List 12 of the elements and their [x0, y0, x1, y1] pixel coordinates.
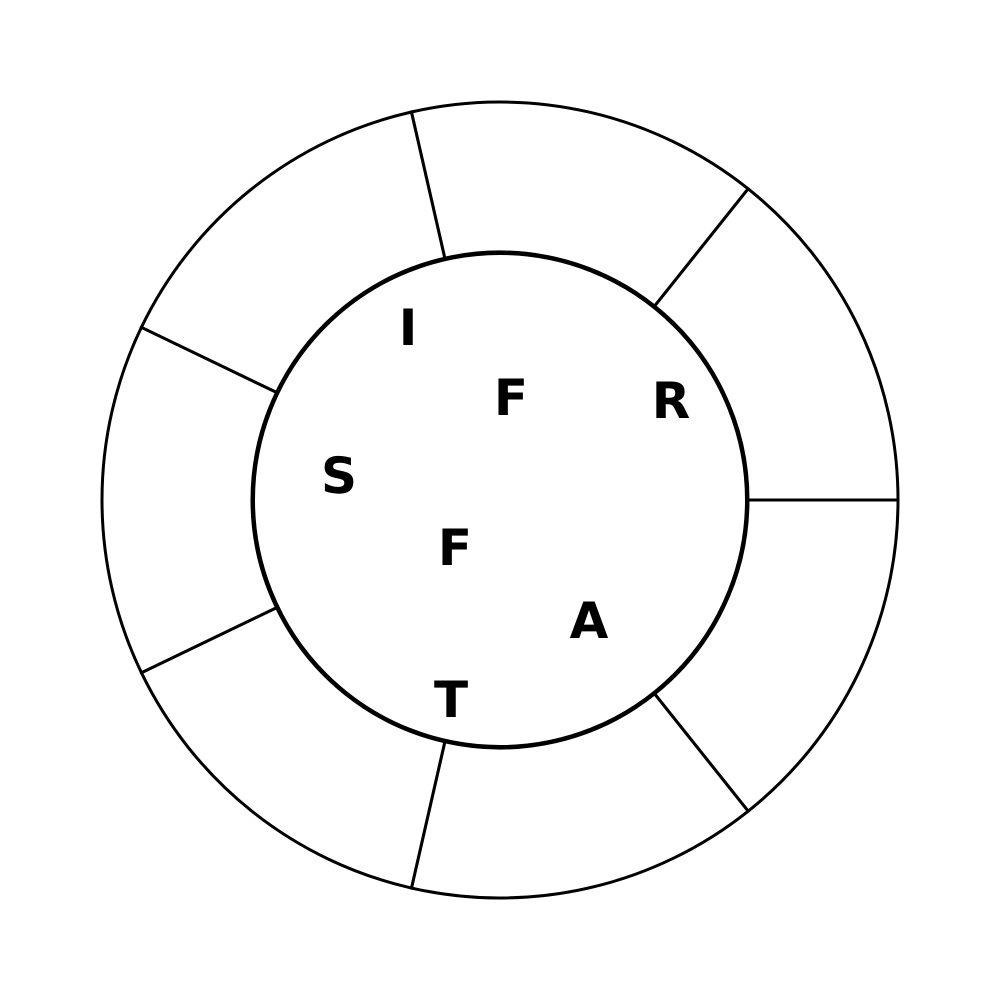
ring-segment: [653, 498, 900, 813]
ring-segment: [140, 110, 446, 394]
letter: S: [321, 451, 357, 501]
ring-segment: [653, 187, 900, 502]
ring-segment: [101, 326, 278, 674]
letter: F: [494, 373, 528, 423]
letter: F: [438, 523, 472, 573]
letter: I: [398, 303, 418, 353]
letter: T: [434, 675, 468, 725]
letter: A: [570, 596, 608, 646]
ring-segment: [410, 100, 750, 308]
letter: R: [652, 376, 690, 426]
